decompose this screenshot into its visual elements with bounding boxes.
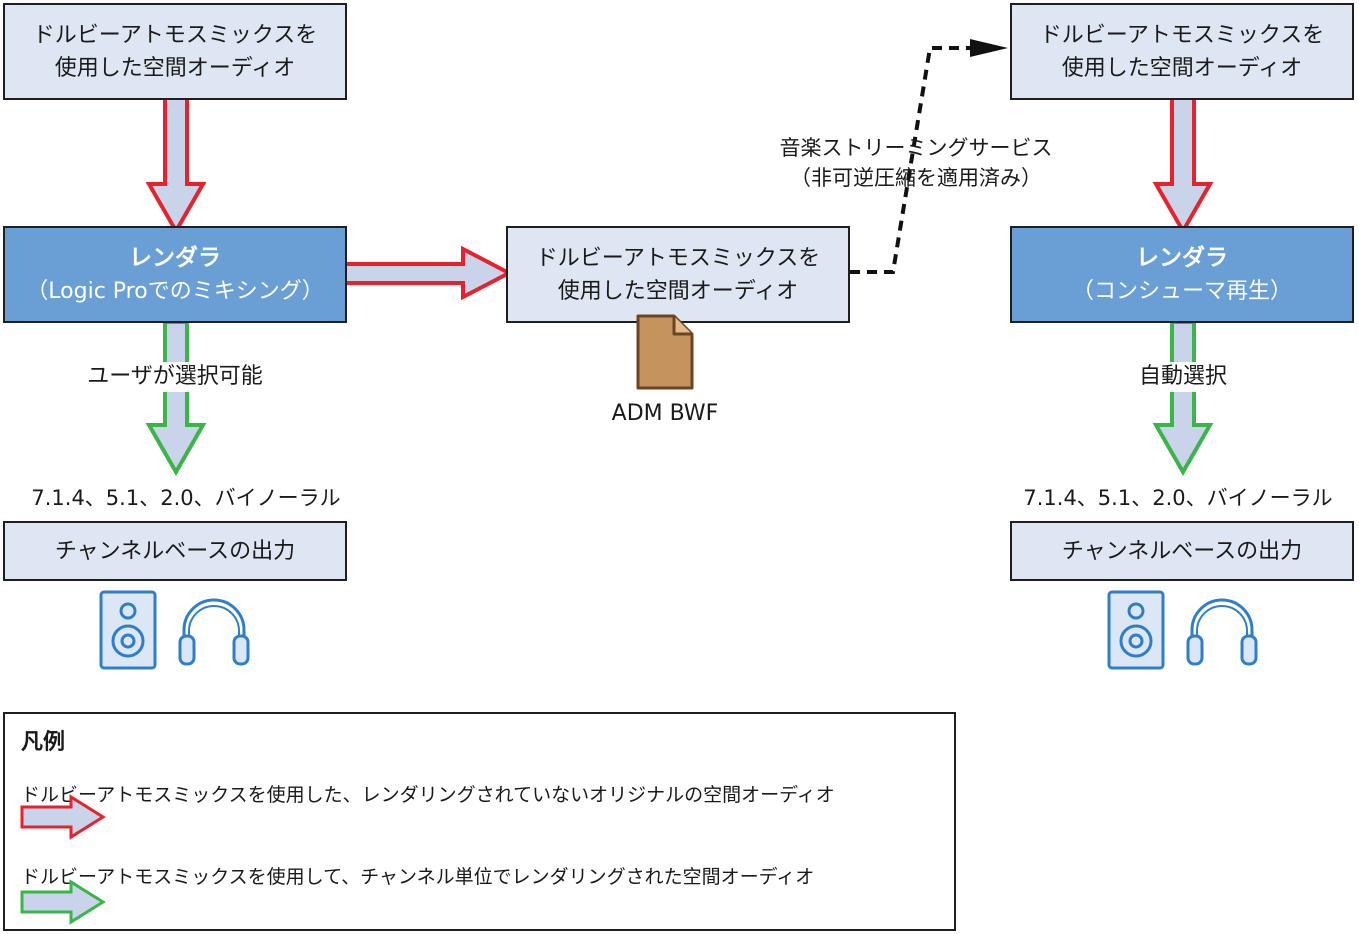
arrow-green-down-right <box>1152 320 1214 477</box>
source-box-left: ドルビーアトモスミックスを 使用した空間オーディオ <box>3 3 347 100</box>
formats-label-left: 7.1.4、5.1、2.0、バイノーラル <box>31 486 341 510</box>
headphones-icon <box>1186 598 1258 666</box>
formats-label-right: 7.1.4、5.1、2.0、バイノーラル <box>1023 486 1333 510</box>
arrow-green-down-left <box>145 320 207 477</box>
legend-title: 凡例 <box>21 730 66 755</box>
arrow-red-right-middle <box>335 245 514 301</box>
source-box-middle: ドルビーアトモスミックスを 使用した空間オーディオ <box>506 226 850 323</box>
streaming-label-line1: 音楽ストリーミングサービス <box>779 136 1053 160</box>
streaming-label-line2: （非可逆圧縮を適用済み） <box>790 166 1042 190</box>
streaming-dashed-line <box>850 46 972 274</box>
streaming-arrowhead <box>970 39 1008 57</box>
renderer-right-subtitle: （コンシューマ再生） <box>1071 278 1292 304</box>
renderer-box-left: レンダラ （Logic Proでのミキシング） <box>3 226 347 323</box>
renderer-left-subtitle: （Logic Proでのミキシング） <box>26 278 324 304</box>
headphones-icon <box>178 598 250 666</box>
legend-item-red-text: ドルビーアトモスミックスを使用した、レンダリングされていないオリジナルの空間オー… <box>21 784 835 806</box>
speaker-icon <box>99 590 157 670</box>
renderer-left-title: レンダラ <box>129 244 221 271</box>
document-icon <box>636 314 694 390</box>
renderer-right-title: レンダラ <box>1136 244 1228 271</box>
file-format-label: ADM BWF <box>611 401 719 426</box>
user-select-label: ユーザが選択可能 <box>68 362 282 392</box>
output-box-left: チャンネルベースの出力 <box>3 521 347 581</box>
source-box-right: ドルビーアトモスミックスを 使用した空間オーディオ <box>1010 3 1354 100</box>
auto-select-label: 自動選択 <box>1126 362 1240 392</box>
arrow-red-down-left <box>145 94 207 236</box>
legend-item-green-text: ドルビーアトモスミックスを使用して、チャンネル単位でレンダリングされた空間オーデ… <box>21 866 815 888</box>
speaker-icon <box>1107 590 1165 670</box>
output-box-right: チャンネルベースの出力 <box>1010 521 1354 581</box>
arrow-red-down-right <box>1152 94 1214 236</box>
renderer-box-right: レンダラ （コンシューマ再生） <box>1010 226 1354 323</box>
legend-box: 凡例 ドルビーアトモスミックスを使用した、レンダリングされていないオリジナルの空… <box>3 712 956 931</box>
